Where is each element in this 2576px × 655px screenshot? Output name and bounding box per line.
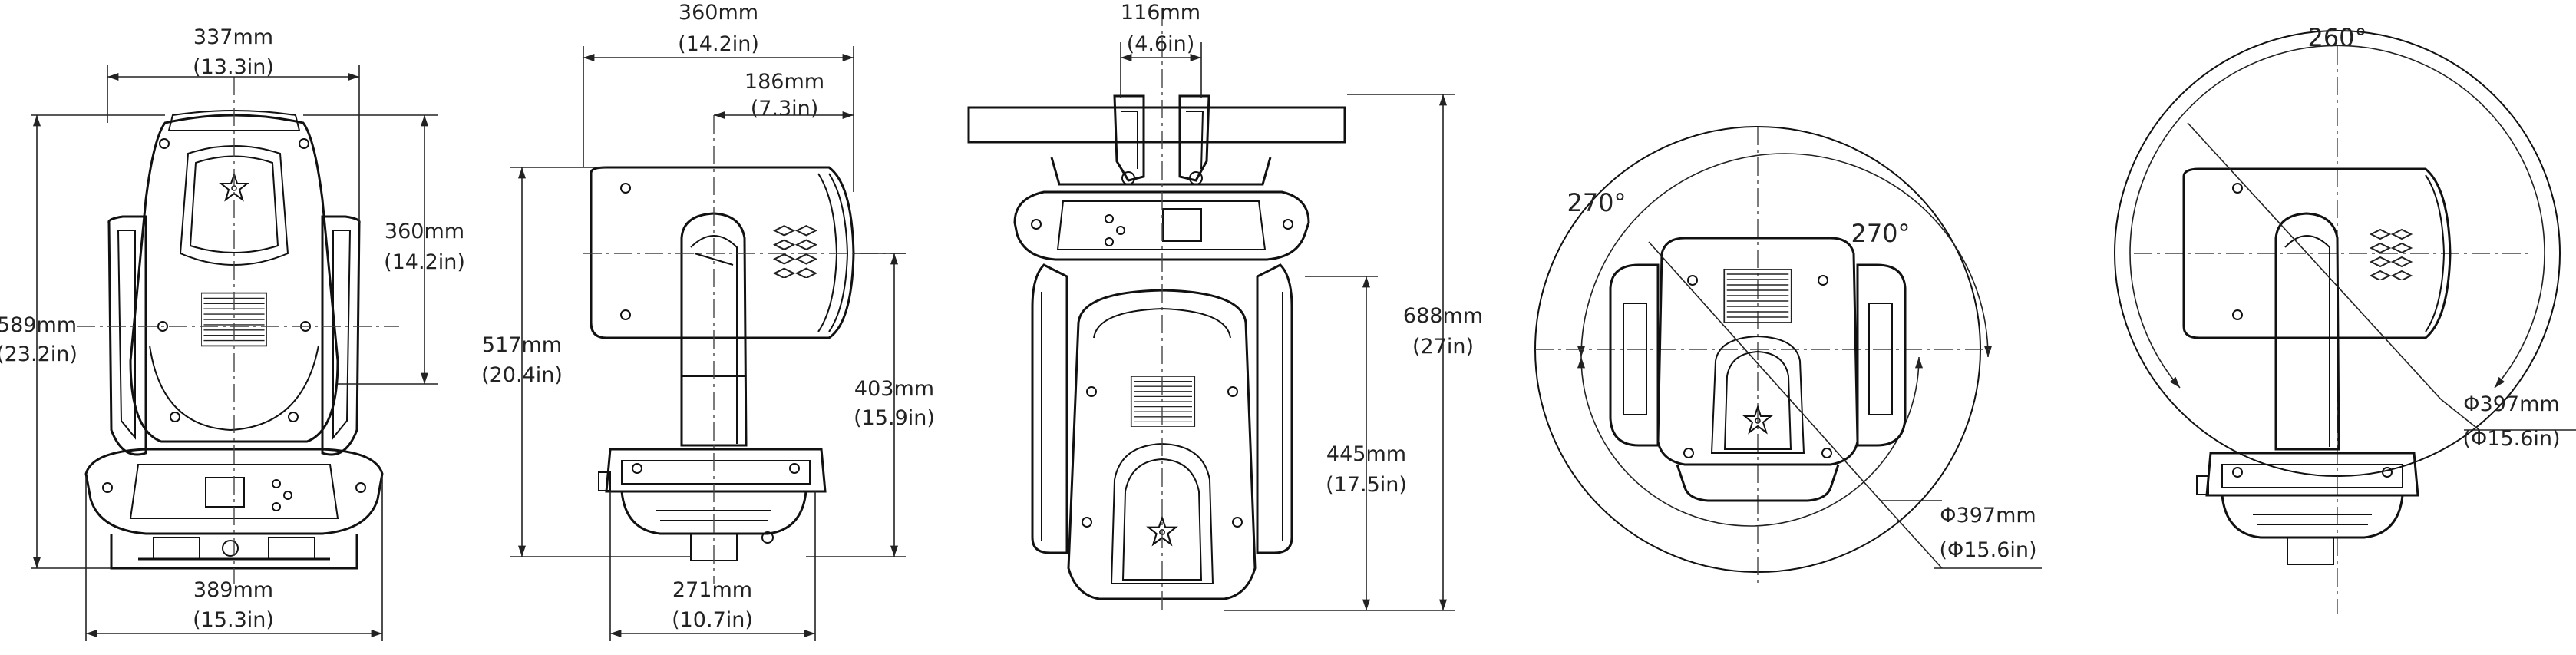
tilt-sweep-view: 260° Φ397mm (Φ15.6in): [2114, 23, 2576, 614]
hanging-view: 116mm (4.6in) 688mm (27in) 445mm (17.5in…: [967, 1, 1483, 614]
side-base-width-mm: 271mm: [672, 578, 752, 602]
hanging-fixture-outline: [967, 94, 1346, 600]
tilt-fixture-outline: [2182, 167, 2452, 565]
side-height-total-mm: 517mm: [482, 333, 562, 357]
hanging-height-head-mm: 445mm: [1326, 442, 1406, 466]
side-base-width-in: (10.7in): [672, 608, 753, 632]
front-width-top-in: (13.3in): [193, 55, 274, 79]
pan-diameter-mm: Φ397mm: [1940, 504, 2036, 528]
front-height-total-in: (23.2in): [0, 342, 78, 366]
hanging-height-total-mm: 688mm: [1403, 304, 1483, 328]
pan-diameter-in: (Φ15.6in): [1939, 538, 2036, 562]
front-base-width-mm: 389mm: [193, 578, 273, 602]
hanging-clamp-spacing-mm: 116mm: [1121, 1, 1200, 25]
side-pivot-offset-mm: 186mm: [745, 70, 824, 94]
side-height-pivot-in: (15.9in): [854, 406, 935, 430]
tilt-diameter-mm: Φ397mm: [2463, 392, 2559, 416]
side-view: 360mm (14.2in) 186mm (7.3in) 517mm (20.4…: [481, 1, 935, 641]
pan-angle-arc-left: [1577, 153, 1993, 358]
front-view: 337mm (13.3in) 589mm (23.2in) 360mm (14.…: [0, 25, 465, 641]
side-head-width-mm: 360mm: [679, 1, 758, 25]
tilt-angle-arc: [2129, 45, 2545, 389]
side-head-width-in: (14.2in): [678, 32, 759, 56]
hanging-height-head-in: (17.5in): [1326, 473, 1407, 497]
side-pivot-offset-in: (7.3in): [751, 97, 819, 121]
truss-bar: [967, 106, 1346, 144]
front-base-width-in: (15.3in): [193, 608, 274, 632]
front-height-total-mm: 589mm: [0, 313, 77, 337]
pan-diameter-line: [1648, 241, 1881, 501]
pan-fixture-outline: [1609, 237, 1907, 502]
tilt-diameter-in: (Φ15.6in): [2462, 427, 2560, 451]
side-height-pivot-mm: 403mm: [854, 377, 934, 401]
side-height-total-in: (20.4in): [481, 363, 563, 387]
front-height-head-in: (14.2in): [384, 250, 465, 274]
hanging-clamp-spacing-in: (4.6in): [1127, 32, 1195, 56]
pan-angle-left: 270°: [1567, 188, 1626, 217]
pan-angle-right: 270°: [1851, 219, 1910, 248]
pan-sweep-view: 270° 270° Φ397mm (Φ15.6in): [1534, 126, 2042, 584]
front-height-head-mm: 360mm: [385, 220, 464, 243]
tilt-angle: 260°: [2307, 23, 2366, 52]
hanging-height-total-in: (27in): [1412, 335, 1474, 359]
front-width-top-mm: 337mm: [193, 25, 273, 49]
side-fixture-outline: [590, 166, 855, 561]
tilt-diameter-line: [2187, 122, 2442, 400]
